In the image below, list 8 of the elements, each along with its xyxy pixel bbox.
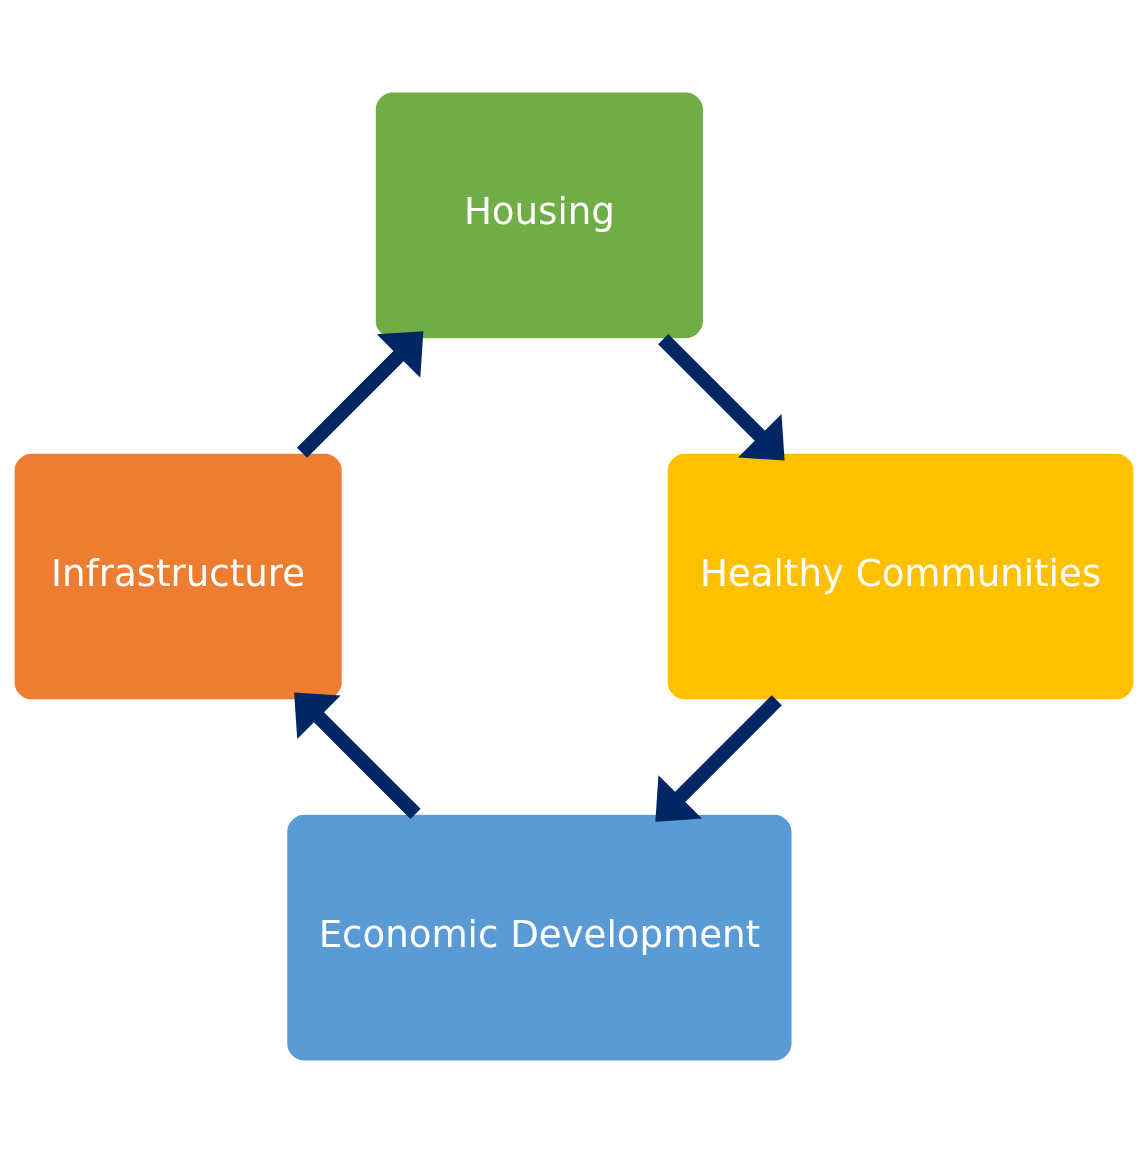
node-box: Infrastructure xyxy=(13,451,344,701)
node-box: Economic Development xyxy=(285,812,793,1062)
arrow xyxy=(658,333,785,461)
node-box: Healthy Communities xyxy=(666,451,1135,701)
arrow xyxy=(294,691,421,819)
arrow xyxy=(655,694,782,822)
node-box: Housing xyxy=(374,90,705,340)
arrow xyxy=(296,330,424,458)
